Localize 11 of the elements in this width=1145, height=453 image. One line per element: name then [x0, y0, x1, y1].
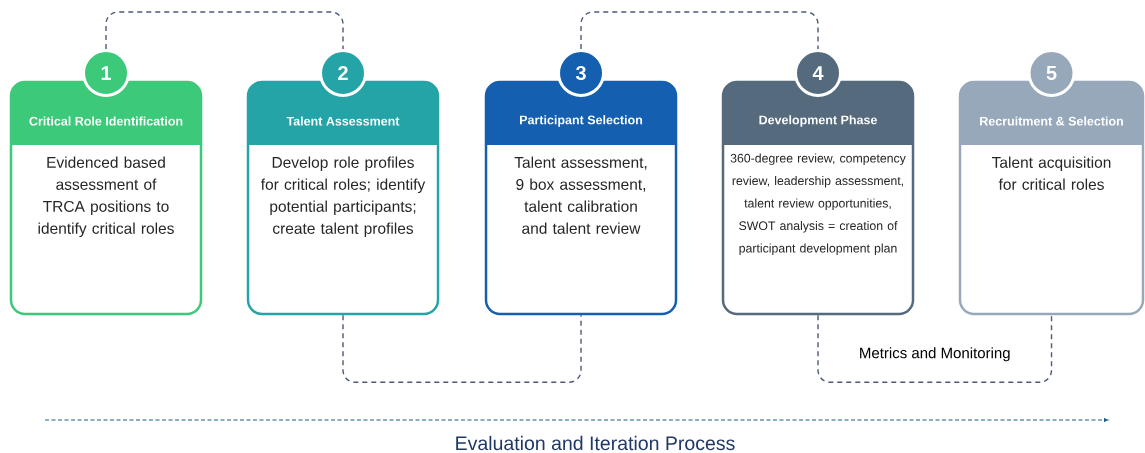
dashed-connector: [342, 314, 582, 383]
step-card: Development Phase 360-degree review, competency review, leadership assessment, talent review opportunities, SWOT analysis = creation of participant development plan: [721, 80, 915, 316]
step-card: Critical Role Identification Evidenced based assessment of TRCA positions to identify critical roles: [9, 80, 203, 316]
step-card: Recruitment & Selection Talent acquisition for critical roles: [958, 80, 1145, 316]
step-card: Participant Selection Talent assessment, 9 box assessment, talent calibration and talent review: [484, 80, 678, 316]
edge-label: Metrics and Monitoring: [856, 345, 1013, 364]
dashed-connector: [817, 314, 1053, 383]
dashed-connector: [580, 11, 819, 50]
process-label: Evaluation and Iteration Process: [456, 435, 735, 451]
step-card: Talent Assessment Develop role profiles for critical roles; identify potential participants; create talent profiles: [246, 80, 440, 316]
dashed-connector: [105, 11, 344, 50]
